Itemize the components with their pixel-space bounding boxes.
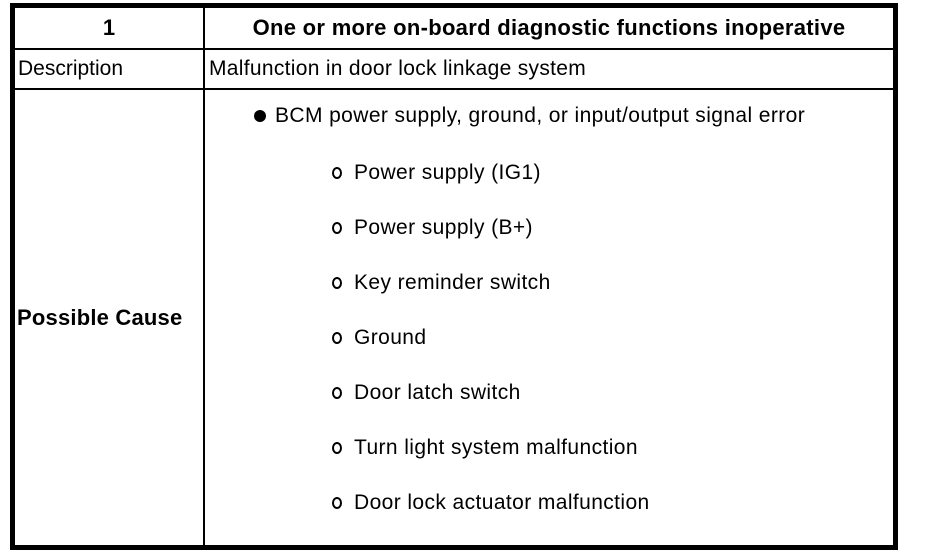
dtc-number: 1	[102, 15, 116, 40]
description-value-cell: Malfunction in door lock linkage system	[205, 50, 893, 88]
possible-cause-label-cell: Possible Cause	[15, 90, 205, 545]
open-circle-bullet-icon	[332, 386, 342, 399]
open-circle-bullet-icon	[332, 441, 342, 454]
sub-cause-item: Door lock actuator malfunction	[205, 490, 893, 514]
sub-cause-text: Door latch switch	[354, 380, 521, 404]
description-row: Description Malfunction in door lock lin…	[15, 50, 893, 90]
open-circle-bullet-icon	[332, 496, 342, 509]
main-cause-text: BCM power supply, ground, or input/outpu…	[275, 104, 806, 127]
open-circle-bullet-icon	[332, 221, 342, 234]
sub-cause-text: Turn light system malfunction	[354, 435, 638, 459]
sub-cause-text: Door lock actuator malfunction	[354, 490, 650, 514]
dtc-title-cell: One or more on-board diagnostic function…	[205, 8, 893, 48]
sub-cause-text: Key reminder switch	[354, 270, 551, 294]
description-label: Description	[18, 57, 124, 80]
description-label-cell: Description	[15, 50, 205, 88]
sub-cause-list: Power supply (IG1) Power supply (B+) Key…	[205, 160, 893, 514]
possible-cause-content-cell: BCM power supply, ground, or input/outpu…	[205, 90, 893, 545]
sub-cause-text: Power supply (IG1)	[354, 160, 541, 184]
possible-cause-row: Possible Cause BCM power supply, ground,…	[15, 90, 893, 545]
possible-cause-label: Possible Cause	[17, 304, 183, 330]
sub-cause-text: Power supply (B+)	[354, 215, 533, 239]
sub-cause-item: Key reminder switch	[205, 270, 893, 294]
sub-cause-item: Door latch switch	[205, 380, 893, 404]
sub-cause-item: Turn light system malfunction	[205, 435, 893, 459]
main-cause-item: BCM power supply, ground, or input/outpu…	[205, 103, 893, 129]
sub-cause-item: Power supply (B+)	[205, 215, 893, 239]
dtc-title: One or more on-board diagnostic function…	[252, 15, 846, 40]
dtc-table: 1 One or more on-board diagnostic functi…	[10, 3, 898, 550]
filled-bullet-icon	[254, 110, 266, 122]
sub-cause-item: Ground	[205, 325, 893, 349]
open-circle-bullet-icon	[332, 276, 342, 289]
header-row: 1 One or more on-board diagnostic functi…	[15, 8, 893, 50]
open-circle-bullet-icon	[332, 331, 342, 344]
sub-cause-text: Ground	[354, 325, 427, 349]
dtc-number-cell: 1	[15, 8, 205, 48]
open-circle-bullet-icon	[332, 166, 342, 179]
description-value: Malfunction in door lock linkage system	[209, 57, 587, 80]
sub-cause-item: Power supply (IG1)	[205, 160, 893, 184]
